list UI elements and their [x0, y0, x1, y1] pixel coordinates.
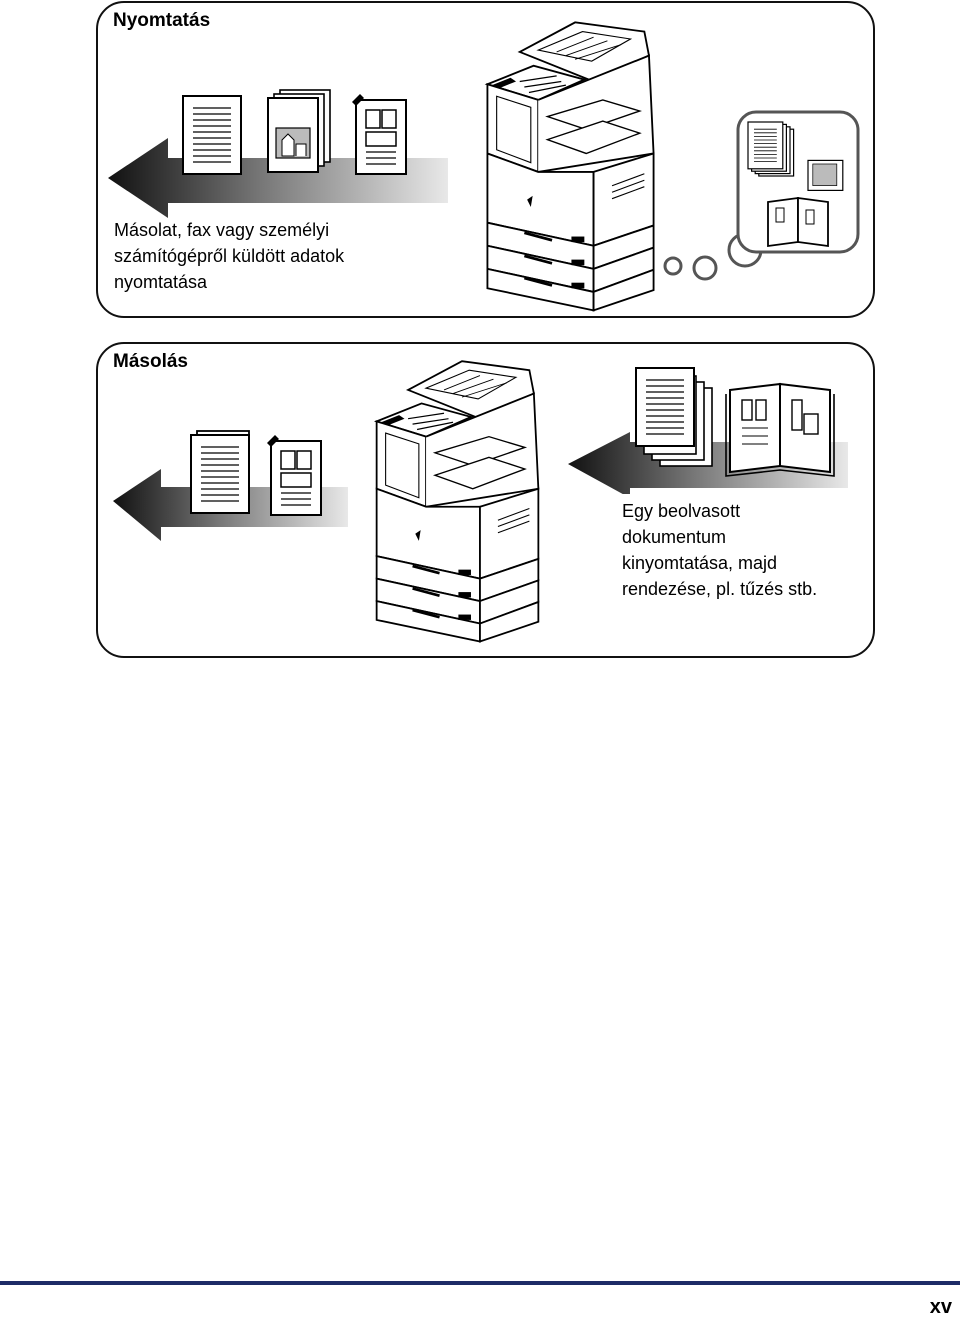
- scanned-output-illustration: [568, 367, 848, 494]
- text-document-icon: [182, 95, 242, 175]
- page-number: xv: [929, 1296, 952, 1318]
- footer-rule: [0, 1281, 960, 1285]
- printing-description: Másolat, fax vagy személyi számítógépről…: [114, 220, 345, 292]
- print-output-illustration: [108, 89, 448, 218]
- thought-bubble-illustration: [663, 110, 860, 281]
- text-document-pair-icon: [190, 430, 250, 514]
- copying-description: Egy beolvasott dokumentum kinyomtatása, …: [622, 501, 818, 599]
- layout-document-icon: [351, 93, 407, 175]
- booklet-icon: [767, 196, 829, 248]
- multifunction-printer-image: [486, 20, 655, 312]
- printing-panel: Nyomtatás Másolat, fax vagy személyi szá…: [96, 1, 875, 318]
- copier-printer-image: [375, 359, 540, 643]
- copying-title: Másolás: [113, 351, 188, 372]
- printing-title: Nyomtatás: [113, 10, 211, 31]
- copying-panel: Másolás Egy beolvasott: [96, 342, 875, 658]
- mini-photo-stack-icon: [807, 159, 844, 192]
- copied-layout-document-icon: [266, 434, 322, 516]
- stapled-booklet-icon: [725, 382, 835, 477]
- mini-text-stack-icon: [747, 121, 795, 177]
- sorted-text-stack-icon: [635, 367, 713, 467]
- photo-document-stack-icon: [267, 89, 331, 173]
- copy-output-illustration: [113, 430, 348, 541]
